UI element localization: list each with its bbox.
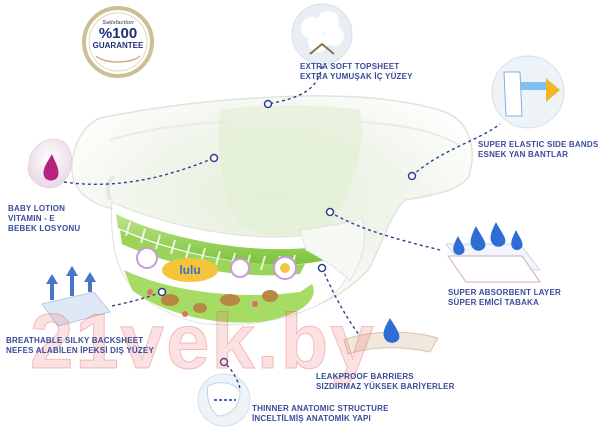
leader-dots bbox=[157, 99, 417, 367]
callout-backsheet: BREATHABLE SILKY BACKSHEET NEFES ALABİLE… bbox=[6, 336, 155, 355]
breathable-backsheet-icon bbox=[41, 266, 111, 327]
guarantee-badge bbox=[82, 6, 154, 78]
leakproof-barrier-icon bbox=[343, 318, 439, 355]
leader-lines bbox=[63, 65, 501, 389]
diaper-leg-cuff bbox=[105, 174, 365, 281]
absorbent-layer-icon bbox=[444, 222, 542, 283]
callout-absorbent: SUPER ABSORBENT LAYER SÜPER EMİCİ TABAKA bbox=[448, 288, 561, 307]
callout-side-bands: SUPER ELASTIC SIDE BANDS ESNEK YAN BANTL… bbox=[478, 140, 599, 159]
anatomic-structure-icon bbox=[197, 373, 251, 427]
callout-barriers: LEAKPROOF BARRIERS SIZDIRMAZ YÜKSEK BARİ… bbox=[316, 372, 455, 391]
diaper-front-panel: lulu bbox=[111, 201, 361, 326]
badge-text: Satisfaction %100 GUARANTEE bbox=[92, 20, 144, 50]
callout-topsheet: EXTRA SOFT TOPSHEET EXTRA YUMUŞAK İÇ YÜZ… bbox=[300, 62, 413, 81]
cotton-icon bbox=[291, 3, 353, 65]
brand-logo: lulu bbox=[179, 263, 200, 277]
watermark: 21vek.by bbox=[30, 297, 376, 386]
lotion-drop-icon bbox=[27, 138, 73, 189]
callout-anatomic: THINNER ANATOMIC STRUCTURE İNCELTİLMİŞ A… bbox=[252, 404, 389, 423]
callout-lotion: BABY LOTION VITAMIN - E BEBEK LOSYONU bbox=[8, 204, 81, 233]
elastic-band-icon bbox=[491, 55, 565, 129]
